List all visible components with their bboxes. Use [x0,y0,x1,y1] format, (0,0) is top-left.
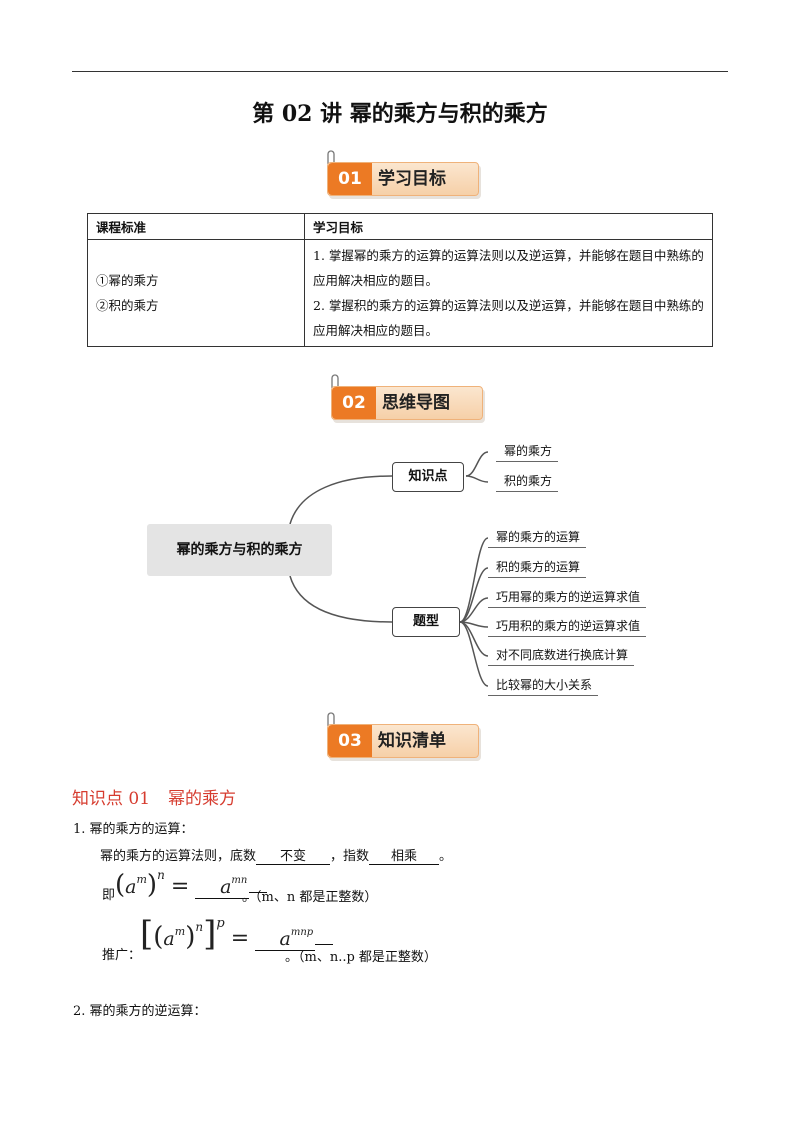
equals-sign: = [170,874,190,899]
answer-blank: amn [195,875,250,899]
answer-blank: 相乘 [369,845,440,865]
mindmap-branch-question-types: 题型 [392,607,460,637]
standard-item: ①幂的乘方 [96,273,159,288]
paperclip-icon [331,374,339,388]
formula-exponent: n [195,920,204,934]
mindmap-connectors [289,451,489,687]
section-number: 02 [332,387,376,419]
paperclip-icon [327,150,335,164]
section-banner-01: 01 学习目标 [323,150,479,198]
answer-blank: amnp [255,927,316,951]
rule-text: 。 [439,849,453,864]
mindmap-leaf: 比较幂的大小关系 [488,675,599,696]
item-heading: 1. 幂的乘方的运算： [73,822,194,837]
mindmap-branch-knowledge: 知识点 [392,462,464,492]
paperclip-icon [327,712,335,726]
formula-exponent: mn [231,875,248,886]
formula-exponent: mnp [290,927,314,938]
section-number: 03 [328,725,372,757]
mindmap-leaf: 积的乘方 [496,471,559,492]
equals-sign: = [230,926,250,951]
section-label: 知识清单 [378,731,446,751]
column-header-objective: 学习目标 [304,213,713,240]
table-header-row: 课程标准 学习目标 [87,213,713,240]
knowledge-point-name: 幂的乘方 [168,789,237,809]
formula-exponent: m [174,925,186,938]
learning-goals-table: 课程标准 学习目标 ①幂的乘方 ②积的乘方 1. 掌握幂的乘方的运算的运算法则以… [87,213,713,347]
formula-1-note: 。（m、n 都是正整数） [242,890,378,905]
section-banner-02: 02 思维导图 [327,374,483,422]
section-label: 学习目标 [378,169,446,189]
objective-item: 2. 掌握积的乘方的运算的运算法则以及逆运算，并能够在题目中熟练的应用解决相应的… [313,298,704,338]
mindmap-leaf: 对不同底数进行换底计算 [488,645,635,666]
mindmap-leaf: 巧用积的乘方的逆运算求值 [488,616,647,637]
formula-exponent: m [136,873,147,886]
formula-base: a [125,876,137,898]
rule-text: ，指数 [330,849,370,864]
formula-2-prefix: 推广： [102,948,142,963]
formula-base: a [163,928,175,950]
column-header-standard: 课程标准 [87,213,305,240]
answer-blank: 不变 [256,845,331,865]
formula-base: a [220,876,232,898]
mindmap-leaf: 巧用幂的乘方的逆运算求值 [488,587,647,608]
formula-bracket: [ [140,914,154,954]
formula-2-note: 。（m、n..p 都是正整数） [285,950,437,965]
power-rule-statement: 幂的乘方的运算法则，底数不变，指数相乘。 [100,845,452,865]
section-label: 思维导图 [382,393,450,413]
knowledge-point-title: 知识点 01 幂的乘方 [72,784,236,809]
answer-blank-tail [249,892,268,893]
formula-exponent: n [157,868,165,882]
table-row: ①幂的乘方 ②积的乘方 1. 掌握幂的乘方的运算的运算法则以及逆运算，并能够在题… [87,239,713,347]
item-heading: 2. 幂的乘方的逆运算： [73,1004,207,1019]
document-title: 第 02 讲 幂的乘方与积的乘方 [252,101,548,127]
mindmap-leaf: 积的乘方的运算 [488,557,587,578]
answer-blank-tail [315,944,334,945]
mindmap-leaf: 幂的乘方的运算 [488,527,587,548]
formula-paren: ) [146,870,158,900]
knowledge-point-number: 知识点 01 [72,789,151,809]
standards-cell: ①幂的乘方 ②积的乘方 [87,239,305,347]
mindmap-root: 幂的乘方与积的乘方 [147,524,332,576]
formula-bracket: ] [203,914,217,954]
formula-base: a [279,928,291,950]
mindmap-leaf: 幂的乘方 [496,441,559,462]
formula-2: [(am)n]p = amnp [140,914,334,954]
objectives-cell: 1. 掌握幂的乘方的运算的运算法则以及逆运算，并能够在题目中熟练的应用解决相应的… [304,239,713,347]
section-number: 01 [328,163,372,195]
formula-1: (am)n = amn [115,868,268,900]
formula-exponent: p [216,916,225,931]
section-banner-03: 03 知识清单 [323,712,479,760]
rule-text: 幂的乘方的运算法则，底数 [100,849,257,864]
formula-paren: ( [115,870,126,900]
formula-paren: ( [153,922,164,952]
standard-item: ②积的乘方 [96,298,159,313]
formula-paren: ) [185,922,196,952]
objective-item: 1. 掌握幂的乘方的运算的运算法则以及逆运算，并能够在题目中熟练的应用解决相应的… [313,248,704,288]
formula-1-prefix: 即 [102,888,116,903]
header-rule [72,71,728,72]
